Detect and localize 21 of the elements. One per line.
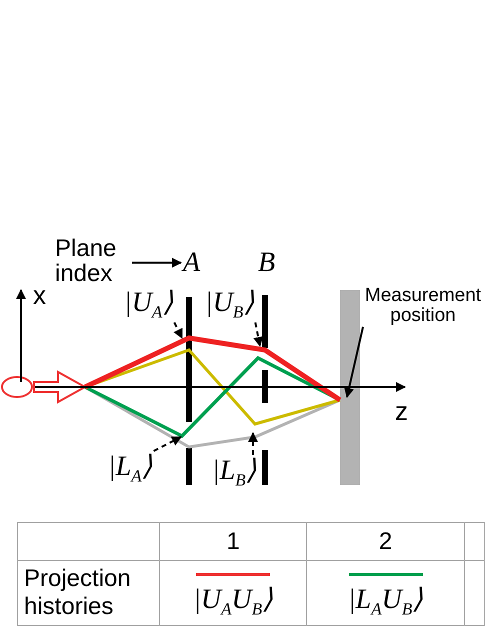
state-label: |U$_{B}$⟩ — [205, 288, 254, 322]
history-state: |L$_{A}$U$_{B}$⟩ — [348, 584, 424, 615]
column-number: 2 — [378, 528, 392, 554]
arrow — [132, 258, 182, 268]
leader-line — [248, 432, 258, 455]
measurement-position-label: Measurement position — [364, 286, 482, 326]
row-header: Projection histories — [24, 565, 131, 620]
axis-label: x — [33, 282, 46, 310]
axis-label: z — [395, 398, 408, 426]
plane-index-label: Plane index — [55, 236, 130, 286]
history-state: |U$_{A}$U$_{B}$⟩ — [193, 584, 274, 615]
leader-line — [344, 326, 364, 398]
leader-line — [153, 436, 182, 452]
state-label: |L$_{A}$⟩ — [108, 452, 153, 486]
state-label: |U$_{A}$⟩ — [124, 288, 174, 322]
leader-line — [253, 322, 264, 347]
state-label: |L$_{B}$⟩ — [212, 456, 257, 490]
column-number: 1 — [226, 528, 240, 554]
leader-line — [173, 322, 183, 339]
plane-label: A — [183, 248, 200, 278]
plane-label: B — [258, 248, 276, 278]
